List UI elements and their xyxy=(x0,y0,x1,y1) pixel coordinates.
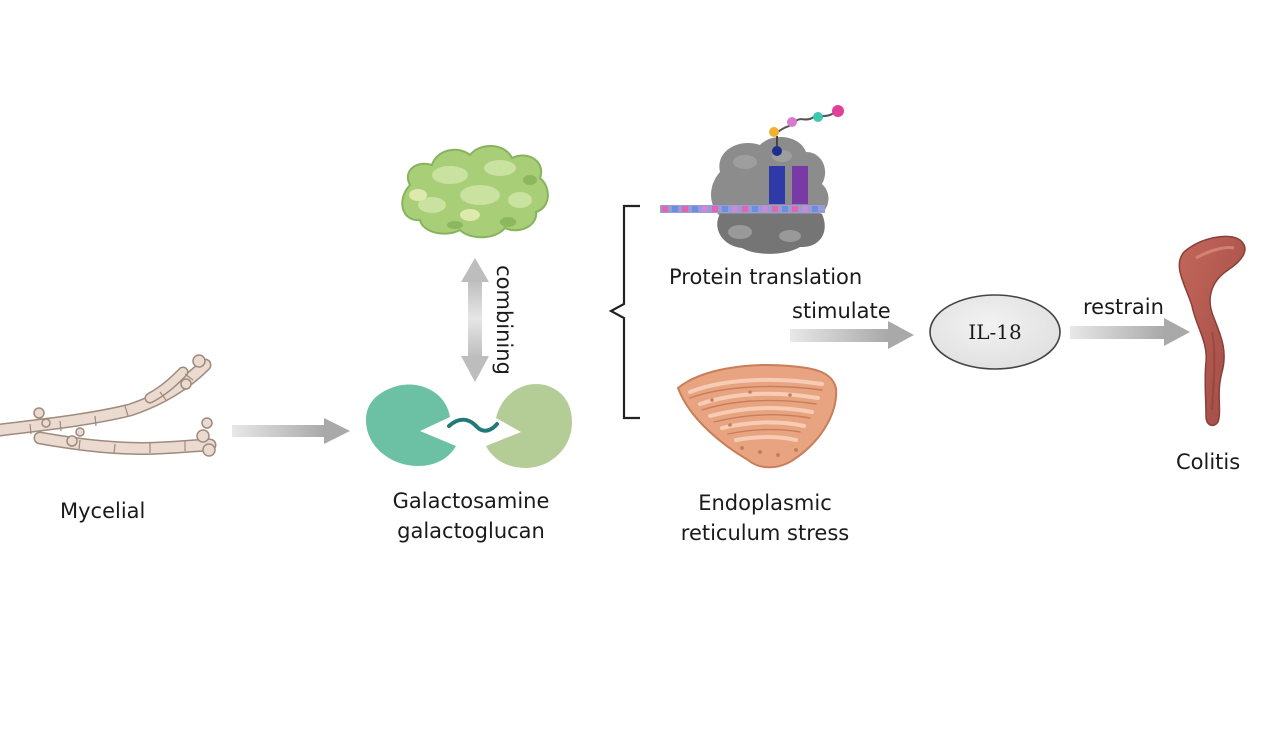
label-galactosamine-line2: galactoglucan xyxy=(397,519,545,543)
il18-node xyxy=(929,294,1061,370)
label-il18: IL-18 xyxy=(968,320,1022,344)
pathway-bracket xyxy=(608,204,640,420)
label-galactosamine-line1: Galactosamine xyxy=(392,489,550,513)
label-colitis: Colitis xyxy=(1176,450,1241,474)
endoplasmic-reticulum-illustration xyxy=(676,363,838,469)
receptor-pair-illustration xyxy=(366,383,572,468)
arrow-mycelium-to-receptor xyxy=(232,418,350,444)
label-stimulate: stimulate xyxy=(792,299,891,323)
colon-illustration xyxy=(1178,235,1246,427)
arrow-stimulate xyxy=(790,321,914,349)
arrow-restrain xyxy=(1070,318,1190,346)
label-er-line2: reticulum stress xyxy=(680,521,850,545)
label-er-stress: Endoplasmic reticulum stress xyxy=(666,488,864,548)
protein-illustration xyxy=(401,145,549,239)
label-mycelial: Mycelial xyxy=(60,499,146,523)
label-combining: combining xyxy=(492,265,516,375)
label-galactosamine-galactoglucan: Galactosamine galactoglucan xyxy=(381,486,561,546)
ribosome-illustration xyxy=(660,105,844,254)
label-protein-translation: Protein translation xyxy=(669,265,863,289)
label-restrain: restrain xyxy=(1083,295,1164,319)
combining-double-arrow xyxy=(461,258,489,382)
label-er-line1: Endoplasmic xyxy=(698,491,832,515)
mycelium-illustration xyxy=(0,354,217,457)
